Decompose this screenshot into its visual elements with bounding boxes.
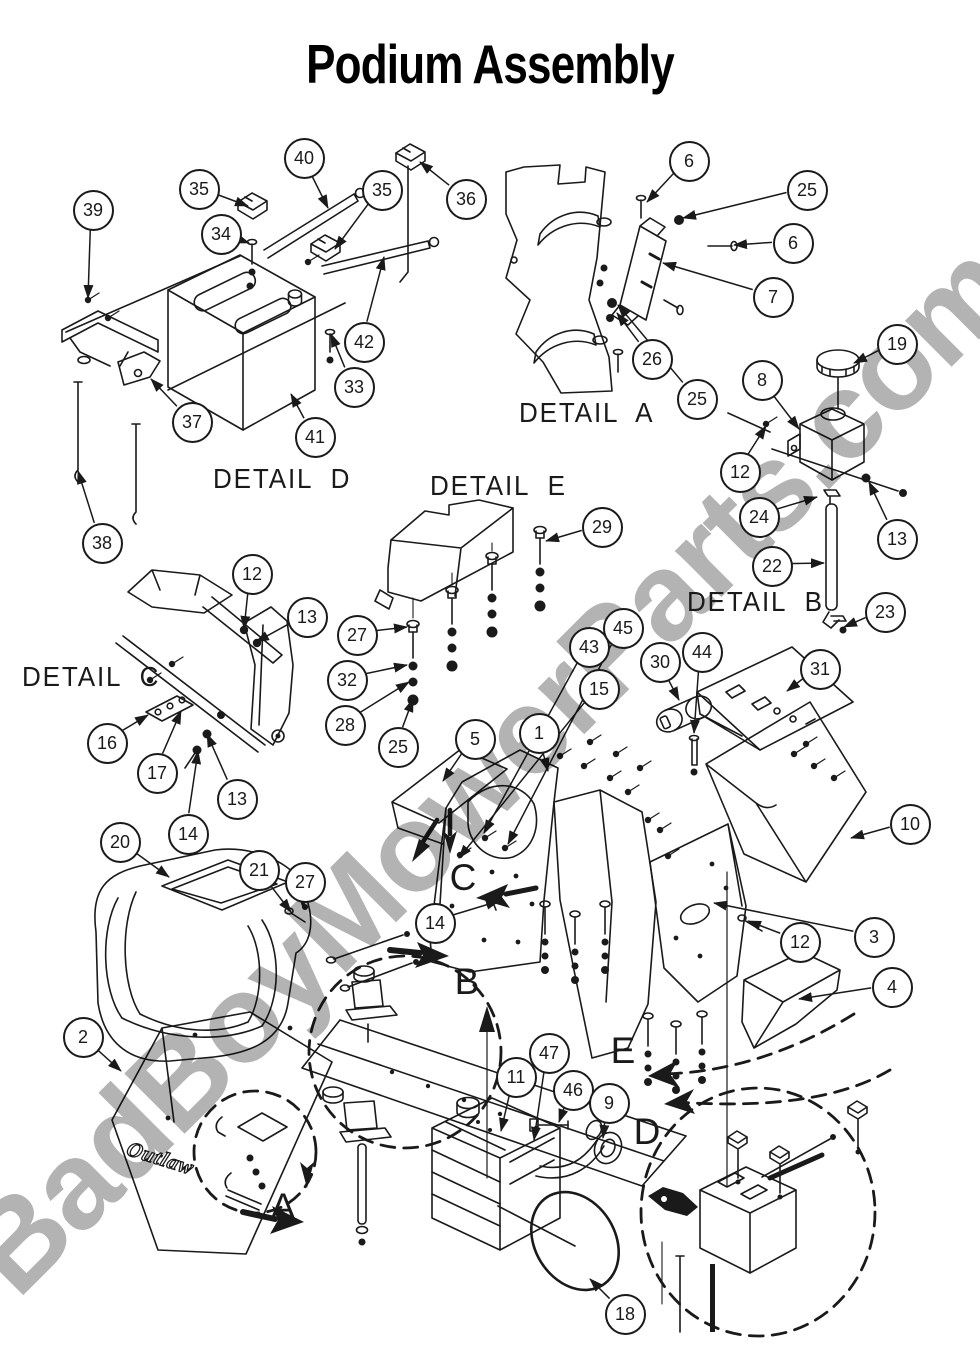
part-balloon-30: 30 (639, 641, 681, 683)
part-balloon-20: 20 (99, 821, 141, 863)
main-podium-tower (301, 734, 728, 1187)
part-balloon-35: 35 (361, 169, 403, 211)
part-balloon-18: 18 (604, 1293, 646, 1335)
part-balloon-5: 5 (454, 718, 496, 760)
part-balloon-45: 45 (602, 607, 644, 649)
diagram-title: Podium Assembly (306, 33, 675, 95)
part-balloon-26: 26 (631, 338, 673, 380)
part-balloon-16: 16 (86, 722, 128, 764)
battery-zone-d (639, 1086, 877, 1338)
detail-a-bracket-assembly (505, 164, 738, 394)
part-balloon-25: 25 (786, 169, 828, 211)
part-balloon-19: 19 (876, 323, 918, 365)
part-balloon-39: 39 (72, 189, 114, 231)
part-balloon-44: 44 (681, 631, 723, 673)
part-balloon-32: 32 (326, 659, 368, 701)
part-balloon-25: 25 (676, 378, 718, 420)
part-balloon-22: 22 (751, 545, 793, 587)
part-balloon-42: 42 (343, 321, 385, 363)
part-balloon-35: 35 (178, 168, 220, 210)
zone-letter-c: C (449, 857, 477, 898)
part-balloon-28: 28 (324, 704, 366, 746)
part-balloon-31: 31 (799, 648, 841, 690)
part-balloon-12: 12 (719, 451, 761, 493)
valve-assemblies (307, 954, 503, 1246)
linkage-zone-a (192, 1089, 318, 1234)
zone-letter-b: B (454, 961, 480, 1002)
part-balloon-12: 12 (231, 553, 273, 595)
part-balloon-24: 24 (738, 496, 780, 538)
part-balloon-27: 27 (284, 861, 326, 903)
part-balloon-7: 7 (752, 276, 794, 318)
part-balloon-1: 1 (518, 712, 560, 754)
part-balloon-14: 14 (414, 902, 456, 944)
part-balloon-10: 10 (889, 803, 931, 845)
part-balloon-13: 13 (216, 778, 258, 820)
part-balloon-4: 4 (871, 966, 913, 1008)
detail-e-bracket-assembly (374, 499, 547, 707)
part-balloon-40: 40 (283, 137, 325, 179)
part-balloon-13: 13 (286, 596, 328, 638)
part-balloon-11: 11 (495, 1056, 537, 1098)
part-balloon-8: 8 (741, 359, 783, 401)
detail-label-e: DETAIL E (430, 470, 567, 501)
part-balloon-15: 15 (578, 668, 620, 710)
zone-letter-a: A (270, 1186, 296, 1227)
part-balloon-34: 34 (200, 213, 242, 255)
part-balloon-38: 38 (81, 522, 123, 564)
part-balloon-9: 9 (588, 1082, 630, 1124)
part-balloon-46: 46 (552, 1069, 594, 1111)
detail-d-battery-assembly (61, 143, 440, 525)
part-balloon-47: 47 (528, 1032, 570, 1074)
part-balloon-2: 2 (62, 1016, 104, 1058)
part-balloon-27: 27 (336, 614, 378, 656)
part-balloon-33: 33 (333, 366, 375, 408)
part-balloon-25: 25 (377, 726, 419, 768)
part-balloon-23: 23 (864, 591, 906, 633)
detail-label-b: DETAIL B (687, 586, 824, 617)
part-balloon-21: 21 (238, 849, 280, 891)
part-balloon-37: 37 (171, 401, 213, 443)
part-balloon-14: 14 (167, 813, 209, 855)
detail-label-c: DETAIL C (22, 661, 161, 692)
part-balloon-29: 29 (581, 506, 623, 548)
part-balloon-6: 6 (772, 222, 814, 264)
flow-arrows (300, 807, 892, 1188)
part-balloon-17: 17 (136, 752, 178, 794)
part-balloon-36: 36 (445, 178, 487, 220)
part-balloon-13: 13 (876, 518, 918, 560)
zone-letter-d: D (633, 1111, 661, 1152)
detail-label-a: DETAIL A (519, 397, 655, 428)
right-panel-parts (649, 646, 867, 1049)
part-balloon-12: 12 (779, 921, 821, 963)
part-balloon-3: 3 (853, 916, 895, 958)
part-balloon-41: 41 (294, 416, 336, 458)
part-balloon-6: 6 (668, 140, 710, 182)
detail-label-d: DETAIL D (213, 463, 352, 494)
zone-letter-e: E (610, 1030, 636, 1071)
